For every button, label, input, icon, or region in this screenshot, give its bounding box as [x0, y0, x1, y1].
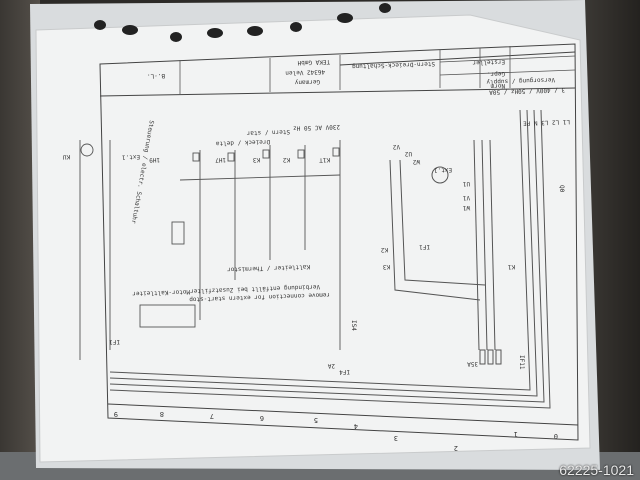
title-block-text: TEKA GmbH 46342 Velen Germany Stern-Drei…	[147, 58, 505, 90]
column-3: 3	[394, 434, 398, 442]
label-motor-thermistor: Motor-Kaltleiter	[132, 288, 190, 297]
title-author: Ersteller	[472, 58, 505, 66]
title-sheet: B.-L.	[147, 72, 165, 80]
column-5: 5	[314, 416, 318, 424]
column-9: 9	[114, 410, 118, 418]
label-k1t: K1T	[319, 156, 330, 163]
label-thermistor: Kaltleiter / Thermistor	[227, 263, 311, 273]
label-v1: V1	[462, 194, 470, 201]
label-ext: Ext.1	[121, 153, 140, 161]
binder-holes	[94, 3, 391, 42]
label-q0: Q0	[558, 185, 565, 193]
label-connection-de: Verbindung entfällt bei Zusatzfilter	[190, 283, 321, 295]
supply-spec: 3 / 400V / 50Hz / 50A	[489, 86, 565, 96]
label-k2-power: K2	[380, 246, 388, 253]
label-supply-lines: L1 L2 L3 N PE	[523, 118, 571, 127]
label-is4: IS4	[350, 320, 357, 331]
column-6: 6	[260, 414, 264, 422]
label-u2: U2	[404, 150, 412, 157]
title-block	[179, 46, 576, 94]
label-delta: Dreieck / delta	[215, 138, 270, 147]
paper	[35, 14, 591, 463]
column-8: 8	[160, 410, 164, 418]
control-circuit	[79, 140, 341, 360]
label-k2: K2	[282, 156, 290, 163]
label-if11: IF11	[518, 355, 525, 370]
column-0: 0	[554, 432, 558, 440]
title-country: Germany	[294, 78, 320, 86]
label-k3: K3	[252, 156, 260, 163]
title-norm: Norm	[490, 82, 505, 90]
label-1h9: 1H9	[149, 156, 160, 163]
title-company: TEKA GmbH	[297, 58, 330, 66]
label-ext1-motor: Ext.1	[433, 166, 452, 174]
label-ku: KU	[62, 153, 70, 160]
label-2a: 2A	[327, 362, 335, 369]
label-if4: IF4	[339, 368, 350, 375]
label-if1-power: IF1	[419, 243, 430, 250]
column-numbers: 0 1 2 3 4 5 6 7 8 9	[114, 410, 558, 452]
label-1h7: 1H7	[215, 156, 226, 163]
title-city: 46342 Velen	[285, 68, 325, 76]
label-k1: K1	[507, 263, 515, 270]
label-v2: V2	[392, 143, 400, 150]
column-4: 4	[354, 422, 358, 430]
label-connection-en: remove connection for extern start-stop	[189, 291, 330, 303]
supply-label: Versorgung / supply	[486, 76, 555, 85]
column-1: 1	[514, 430, 518, 438]
drawing-frame	[99, 43, 579, 441]
column-2: 2	[454, 444, 458, 452]
column-7: 7	[210, 412, 214, 420]
label-35a: 35A	[467, 360, 478, 367]
label-star: Stern / star	[246, 128, 290, 137]
title-checked: Gepr.	[487, 70, 505, 78]
label-voltage: 230V AC 50 Hz	[293, 123, 341, 132]
label-k3-power: K3	[382, 263, 390, 270]
title-drawing: Stern-Dreieck-Schaltung	[352, 60, 436, 70]
label-w2: W2	[412, 158, 420, 165]
label-u1: U1	[462, 180, 470, 187]
label-w1: W1	[462, 204, 470, 211]
power-circuit	[109, 109, 551, 409]
label-if1: IF1	[109, 338, 120, 345]
watermark: 62225-1021	[559, 462, 634, 478]
